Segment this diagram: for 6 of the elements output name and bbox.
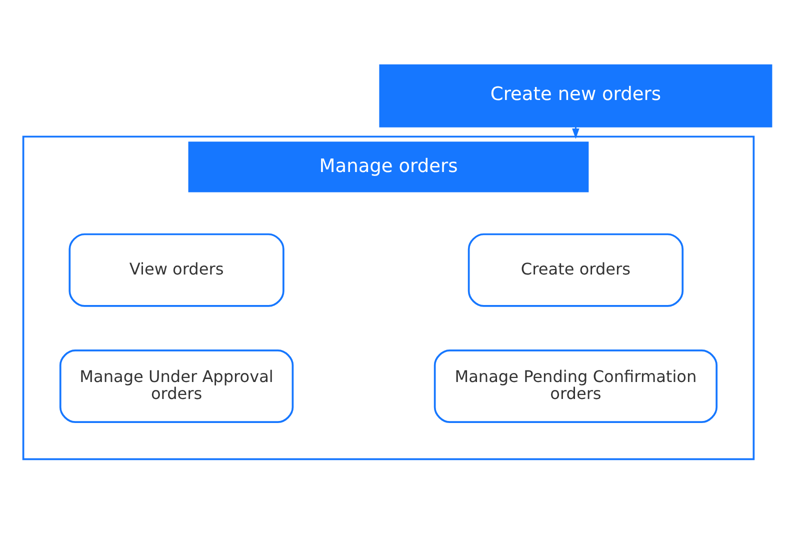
node-box: Manage Pending Confirmation orders: [434, 349, 718, 423]
node-box: Manage Under Approval orders: [59, 349, 294, 423]
node-box: View orders: [68, 232, 284, 306]
node-box: Create orders: [468, 232, 684, 306]
arrow: [572, 126, 580, 138]
node-box: Create new orders: [379, 64, 772, 127]
